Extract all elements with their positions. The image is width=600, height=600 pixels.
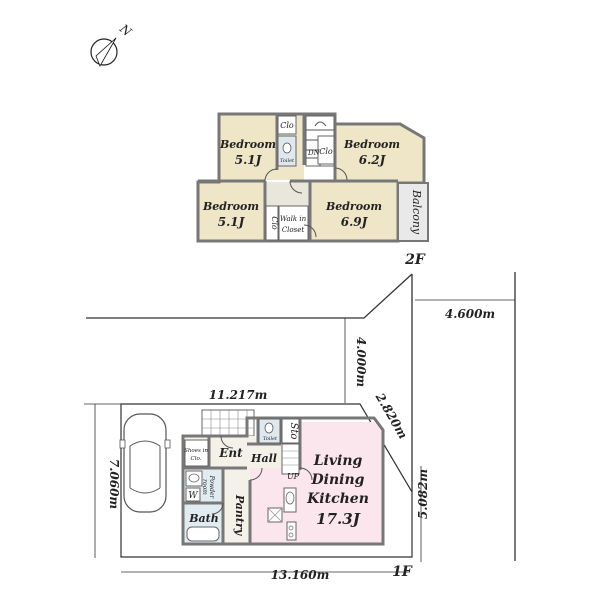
dim-left: 7.060m [107,459,121,509]
dim-bottom: 13.160m [271,568,330,582]
bedroom-label-tl: Bedroom [219,138,276,151]
ent-label: Ent [218,446,243,460]
dim-right: 5.082m [416,469,430,519]
bedroom-size-bl: 5.1J [218,215,246,229]
bedroom-size-tl: 5.1J [235,153,263,167]
stove-icon [286,521,297,541]
shoes-label-1: Shoes in [184,448,208,454]
storage [281,418,300,444]
shoes-label-2: Clo. [191,456,202,462]
bathtub-icon [186,526,220,542]
washer-icon [185,487,201,502]
hall-label: Hall [250,452,277,465]
w-label: W [188,491,198,501]
floor-2-label: 2F [404,252,426,268]
stair-1f [281,443,300,475]
sto-label: Sto [288,423,299,440]
balcony [397,182,429,242]
clo-label-3: Clo [270,216,279,230]
bedroom-size-tr: 6.2J [359,153,387,167]
lot-boundary [120,403,413,558]
bedroom-size-br: 6.9J [341,215,369,229]
ldk-label-1: Living [313,453,363,469]
toilet-label-1f: Toilet [263,436,278,442]
toilet-bowl-icon-1f [264,422,274,434]
porch-tiles [201,409,255,437]
sink-icon [185,470,203,487]
powder-label-2: room [201,479,208,495]
compass-label: N [116,21,134,39]
toilet-label-2f: Toilet [280,158,295,164]
floor-1: UP Sto Toilet Shoes in Clo. W Powder roo… [181,409,413,580]
car-icon [119,413,171,513]
ldk-label-3: Kitchen [306,491,369,507]
bedroom-label-bl: Bedroom [202,200,259,213]
floor-2: Balcony Clo Clo Clo Toilet DN [196,112,429,268]
compass: N [90,21,134,67]
walkin-label-2: Closet [282,226,305,234]
floor-1-label: 1F [392,564,413,580]
walk-in-closet [278,205,309,241]
dim-road-vertical: 4.000m [354,337,368,387]
bedroom-label-tr: Bedroom [343,138,400,151]
ldk-label-2: Dining [311,472,365,488]
toilet-bowl-icon [282,142,292,154]
balcony-label: Balcony [410,189,423,235]
site-lines [84,272,516,573]
north-arrow-half-icon [95,37,117,67]
ldk-size: 17.3J [316,510,361,528]
pantry-label: Pantry [233,494,246,537]
bedroom-label-br: Bedroom [325,200,382,213]
dim-road-horizontal: 4.600m [445,307,495,321]
bath-label: Bath [188,512,219,525]
powder-label-1: Powder [208,475,215,500]
clo-label-2: Clo [319,147,333,156]
dn-label: DN [307,149,321,157]
clo-label-1: Clo [280,121,294,130]
up-label: UP [287,472,300,481]
floor-1-outline [181,416,385,546]
walkin-label-1: Walk in [280,215,307,223]
dim-top: 11.217m [209,388,268,402]
